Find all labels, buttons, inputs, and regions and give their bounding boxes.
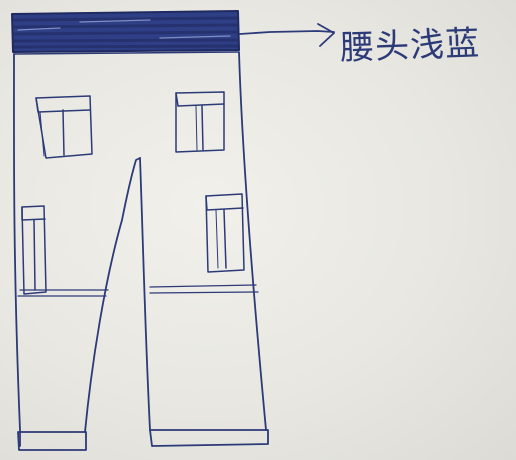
waistband bbox=[11, 10, 240, 55]
front-pocket-right bbox=[175, 91, 225, 153]
waistband-color-note: 腰头浅蓝 bbox=[339, 23, 481, 69]
front-pocket-left bbox=[35, 95, 93, 159]
side-pocket-right bbox=[205, 193, 245, 273]
annotation-arrow bbox=[239, 23, 335, 47]
pants-outline bbox=[13, 51, 269, 451]
side-pocket-left bbox=[21, 205, 47, 295]
